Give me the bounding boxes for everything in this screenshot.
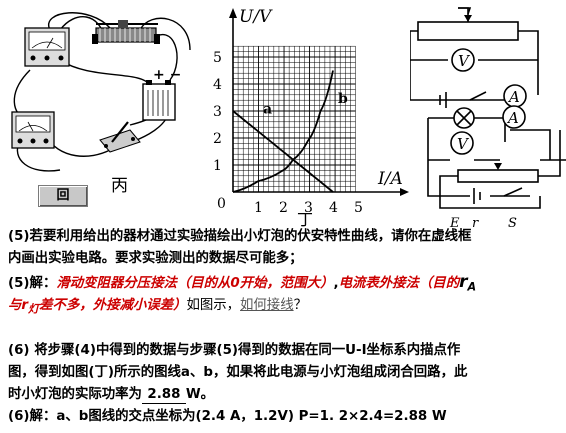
y-axis-arrow <box>229 8 237 18</box>
q6-line-2: 图，得到如图(丁)所示的图线a、b，如果将此电源与小灯泡组成闭合回路，此 <box>8 365 468 380</box>
back-button[interactable]: 回 <box>38 185 88 207</box>
y-tick-label: 1 <box>213 158 222 174</box>
a6-body: a、b图线的交点坐标为(2.4 A，1.2V) P=1. 2×2.4=2.88 … <box>56 409 447 424</box>
x-axis-arrow <box>400 188 409 196</box>
y-tick-label: 2 <box>213 131 222 147</box>
series-line-b <box>232 70 334 193</box>
a6-prefix: (6)解： <box>8 409 57 424</box>
a5-comma: , <box>333 276 339 291</box>
a5-red-2: 电流表外接法（目的 <box>338 276 460 291</box>
series-label-b: b <box>338 91 348 107</box>
y-tick-label: 4 <box>213 77 222 93</box>
slider-arrow <box>464 15 472 22</box>
ammeter-lower-label: A <box>506 109 519 127</box>
x-tick-label: 1 <box>254 200 263 216</box>
a5-question-mark: ？ <box>293 298 307 313</box>
voltmeter-upper-label: V <box>458 52 471 70</box>
rheostat-photo <box>92 20 160 44</box>
a5-line2-tail: 如图示， <box>186 298 241 313</box>
origin-label: 0 <box>217 196 226 212</box>
resistance-label: r <box>472 216 479 231</box>
voltmeter-lower-label: V <box>457 135 470 153</box>
voltmeter-photo <box>24 27 70 67</box>
series-line-a <box>232 110 334 193</box>
y-axis-label: U/V <box>239 7 273 27</box>
ammeter-upper-label: A <box>507 88 520 106</box>
series-label-a: a <box>263 102 272 118</box>
x-tick-label: 3 <box>304 200 313 216</box>
a5-line-2: 与r灯差不多，外接减小误差）如图示，如何接线？ <box>8 297 560 318</box>
switch-photo <box>99 121 141 153</box>
q6-line3-post: W。 <box>185 387 215 402</box>
a5-prefix: (5)解： <box>8 276 57 291</box>
x-axis-label: I/A <box>377 169 403 189</box>
y-tick-label: 5 <box>213 50 222 66</box>
ammeter-lower <box>502 105 526 129</box>
figure-label-bing: 丙 <box>111 176 128 196</box>
y-tick-label: 3 <box>213 104 222 120</box>
x-tick-label: 2 <box>279 200 288 216</box>
q5-line-1: (5)若要利用给出的器材通过实验描绘出小灯泡的伏安特性曲线，请你在虚线框 <box>8 229 472 244</box>
how-to-wire-link[interactable]: 如何接线 <box>240 298 294 313</box>
emf-label: E <box>449 216 460 231</box>
q5-line-2: 内画出实验电路。要求实验测出的数据尽可能多； <box>8 251 303 266</box>
voltmeter-upper <box>451 48 475 72</box>
rheostat-top <box>417 21 519 41</box>
chart-axes <box>229 8 409 196</box>
a5-ra: r <box>459 272 468 292</box>
q6-line-1: (6) 将步骤(4)中得到的数据与步骤(5)得到的数据在同一U-I坐标系内描点作 <box>8 343 461 358</box>
battery-polarity: + − <box>153 67 182 83</box>
figure-bing-circuit <box>11 12 191 172</box>
a5-line2-red-1: 与r <box>8 298 28 313</box>
lower-slider-arrow <box>494 163 502 170</box>
a5-line2-red-2: 差不多，外接减小误差） <box>39 298 187 313</box>
chart-grid <box>232 45 356 193</box>
figure-label-ding: 丁 <box>297 210 314 229</box>
chart-series <box>232 70 334 193</box>
circuit-schematic: V A A V E r S <box>410 7 566 231</box>
x-tick-label: 4 <box>329 200 338 216</box>
battery-photo <box>142 80 176 121</box>
voltmeter-lower <box>450 131 474 155</box>
x-tick-label: 5 <box>354 200 363 216</box>
a6-line: (6)解：a、b图线的交点坐标为(2.4 A，1.2V) P=1. 2×2.4=… <box>8 408 560 425</box>
a5-red-1: 滑动变阻器分压接法（目的从0开始，范围大） <box>56 276 334 291</box>
q6-answer: 2.88 <box>141 386 186 404</box>
a5-ra-sub: A <box>467 280 477 294</box>
a5-line-1: (5)解：滑动变阻器分压接法（目的从0开始，范围大）,电流表外接法（目的rA <box>8 274 560 296</box>
lamp-symbol <box>453 107 475 129</box>
q6-line3-pre: 时小灯泡的实际功率为 <box>8 387 142 402</box>
switch-label: S <box>508 216 517 231</box>
ammeter-photo <box>11 111 55 149</box>
a5-line2-sub: 灯 <box>28 302 40 316</box>
